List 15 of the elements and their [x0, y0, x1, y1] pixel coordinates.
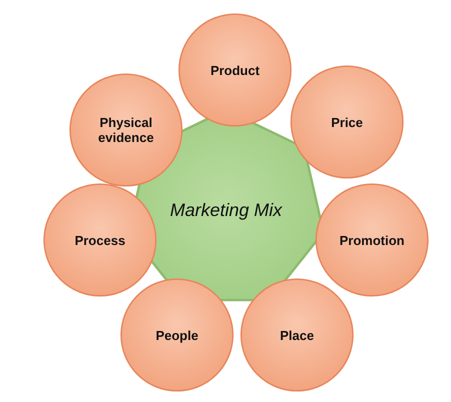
- node-label: Price: [331, 114, 363, 130]
- node-label: Place: [280, 328, 314, 342]
- circle-node: [69, 73, 183, 187]
- circle-node: [43, 183, 157, 297]
- node-label: Physical evidence: [97, 115, 155, 145]
- circle-node: [240, 278, 354, 392]
- node-label: Product: [210, 62, 260, 78]
- node-label: Promotion: [340, 232, 404, 248]
- circle-node: [178, 13, 292, 127]
- circle-node: [290, 65, 404, 179]
- circle-node: [315, 183, 429, 297]
- node-label: People: [156, 328, 198, 342]
- circle-node: [120, 278, 234, 392]
- center-title: Marketing Mix: [170, 200, 282, 220]
- node-label: Process: [74, 232, 126, 248]
